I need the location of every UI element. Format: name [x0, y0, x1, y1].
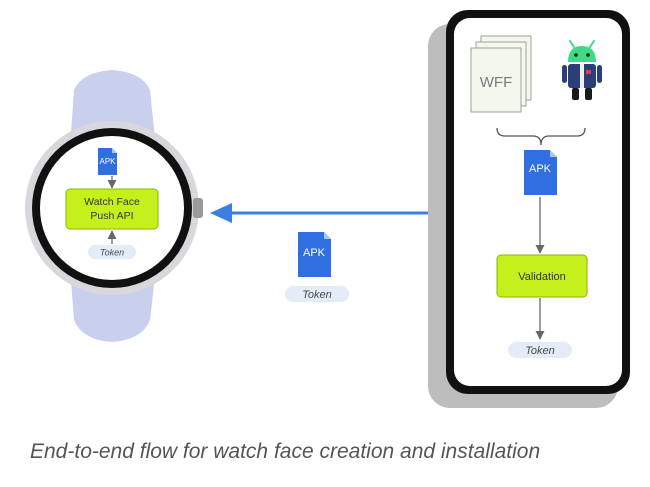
- phone-apk-label: APK: [529, 163, 552, 175]
- watch-apk-label: APK: [99, 157, 116, 166]
- figure-caption: End-to-end flow for watch face creation …: [30, 440, 541, 463]
- merge-brace: [496, 127, 586, 146]
- push-api-line1: Watch Face: [84, 196, 140, 208]
- watch-crown-icon: [193, 198, 203, 218]
- watch-token-label: Token: [100, 248, 124, 258]
- phone-apk-file-icon: APK: [524, 150, 557, 195]
- phone: WFF APK: [428, 10, 630, 408]
- transfer-arrow: [210, 203, 428, 223]
- validation-label: Validation: [518, 271, 566, 283]
- transfer-token-pill: [285, 286, 349, 302]
- phone-token-pill: [508, 342, 572, 358]
- phone-token-label: Token: [525, 345, 555, 357]
- push-api-line2: Push API: [90, 210, 133, 222]
- wff-label: WFF: [480, 74, 512, 91]
- watch-face-push-api-box: [65, 188, 159, 230]
- watch-apk-file-icon: APK: [98, 148, 117, 175]
- transfer-token-label: Token: [302, 289, 332, 301]
- smartwatch: APK Watch Face Push API Token: [25, 70, 203, 342]
- android-robot-icon: [562, 40, 602, 100]
- watch-token-pill: [88, 245, 136, 259]
- transfer-apk-file-icon: APK: [298, 232, 331, 277]
- validation-box: [496, 254, 588, 298]
- wff-document-stack-icon: WFF: [470, 35, 532, 113]
- transfer-apk-label: APK: [303, 247, 326, 259]
